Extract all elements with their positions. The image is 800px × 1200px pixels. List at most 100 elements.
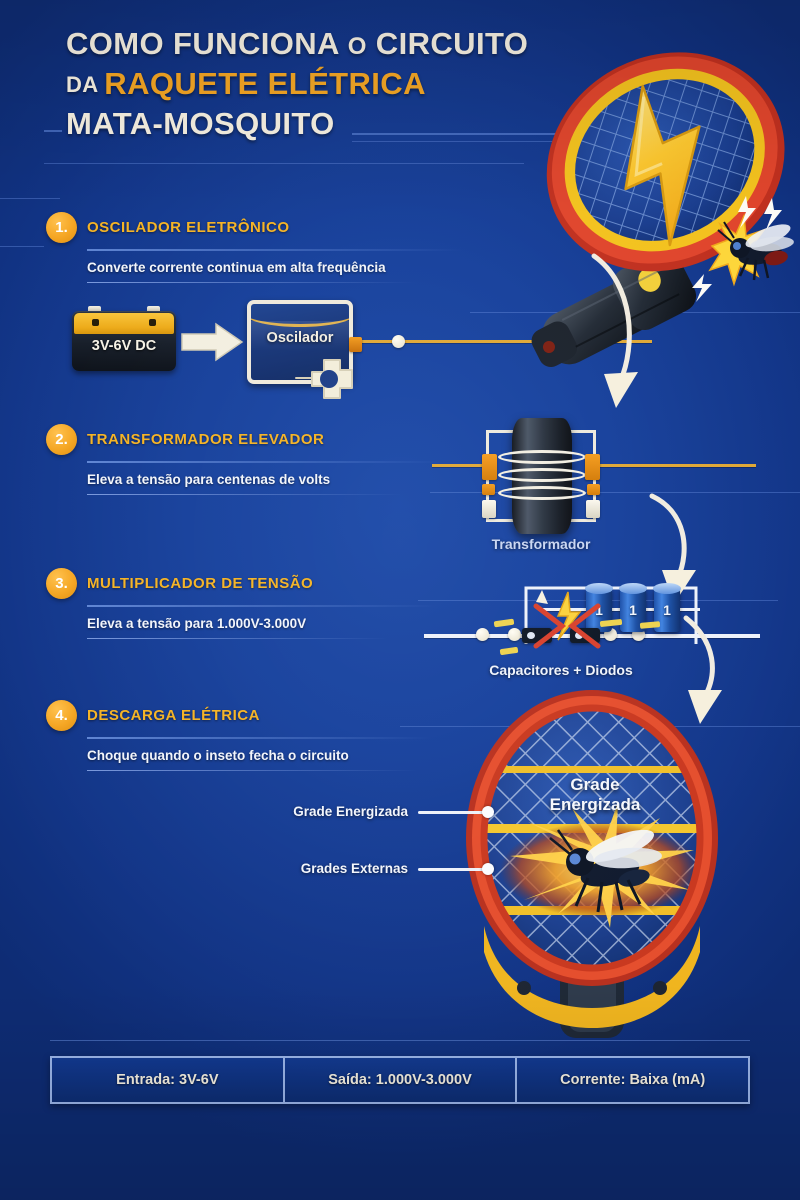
multiplier-node-2 [508, 628, 521, 641]
step-4-rule [87, 737, 432, 739]
transformer-icon [480, 418, 602, 534]
callout-energized-grid-label: Grade Energizada [293, 804, 408, 819]
step-3-badge: 3. [46, 568, 77, 599]
step-3-head: 3. MULTIPLICADOR DE TENSÃO [46, 568, 446, 599]
transformer-terminal-right-mid [587, 484, 600, 495]
capacitor-3-top [653, 583, 681, 594]
wire-node-1 [392, 335, 405, 348]
step-4: 4. DESCARGA ELÉTRICA Choque quando o ins… [46, 700, 446, 771]
step-2-title: TRANSFORMADOR ELEVADOR [87, 431, 325, 448]
step-3-rule2 [87, 638, 387, 639]
battery-terminal-left [88, 306, 101, 313]
callout-external-grids-line [418, 868, 490, 871]
oscillator-connector [349, 337, 362, 352]
callout-energized-grid-dot [482, 806, 494, 818]
decor-line-step2-right [430, 492, 800, 493]
callout-external-grids-dot [482, 863, 494, 875]
step-1-subtitle: Converte corrente continua em alta frequ… [87, 260, 386, 275]
spec-current: Corrente: Baixa (mA) [515, 1058, 748, 1102]
spec-output: Saída: 1.000V-3.000V [282, 1058, 516, 1102]
step-3-title: MULTIPLICADOR DE TENSÃO [87, 575, 314, 592]
flow-arrow-to-discharge [683, 615, 722, 724]
capacitor-1-value: 1 [595, 602, 603, 618]
racket-illustration-top [531, 52, 785, 368]
step-2-badge: 2. [46, 424, 77, 455]
wire-oscillator-out [352, 340, 652, 343]
step-1-rule [87, 249, 462, 251]
step-1-head: 1. OSCILADOR ELETRÔNICO [46, 212, 466, 243]
callout-energized-grid-line [418, 811, 490, 814]
battery-top [74, 313, 174, 334]
step-2: 2. TRANSFORMADOR ELEVADOR Eleva a tensão… [46, 424, 446, 495]
racket-illustration-bottom [466, 690, 718, 1038]
step-1: 1. OSCILADOR ELETRÔNICO Converte corrent… [46, 212, 466, 283]
mosquito-zap-icon [692, 196, 794, 302]
title-line-2: DA RAQUETE ELÉTRICA [66, 68, 586, 99]
step-2-head: 2. TRANSFORMADOR ELEVADOR [46, 424, 446, 455]
transformer-coil-1 [498, 450, 586, 464]
oscillator-waveform [251, 311, 349, 327]
decor-line-title-right-1 [352, 133, 752, 135]
transformer-coil-2 [498, 468, 586, 482]
flow-arrow-to-multiplier [649, 493, 696, 604]
tick-mark-1 [493, 618, 515, 628]
mosquito-body [717, 221, 794, 281]
step-2-subtitle: Eleva a tensão para centenas de volts [87, 472, 331, 487]
flow-arrow-battery-to-oscillator [181, 322, 244, 362]
transformer-terminal-right-top [585, 454, 600, 480]
grid-inline-label-line2: Energizada [549, 795, 641, 815]
step-4-head: 4. DESCARGA ELÉTRICA [46, 700, 446, 731]
title-line-1-o: O [347, 33, 367, 60]
decor-line-left-mid [0, 198, 60, 199]
oscillator-block: Oscilador [247, 300, 362, 384]
transformer-terminal-left-mid [482, 484, 495, 495]
step-4-subtitle: Choque quando o inseto fecha o circuito [87, 748, 349, 763]
wire-transformer-in [432, 464, 496, 467]
grid-inline-label-line1: Grade [570, 775, 620, 794]
title-line-3: MATA-MOSQUITO [66, 106, 335, 141]
specs-divider [50, 1040, 750, 1041]
capacitor-2-top [619, 583, 647, 594]
transformer-caption: Transformador [491, 536, 591, 552]
battery-terminal-right [147, 306, 160, 313]
title-line-2-da: DA [66, 72, 105, 97]
capacitor-1-top [585, 583, 613, 594]
capacitors-caption: Capacitores + Diodos [489, 662, 633, 678]
step-3-subtitle: Eleva a tensão para 1.000V-3.000V [87, 616, 307, 631]
transformer-terminal-left-bottom [482, 500, 496, 518]
step-4-title: DESCARGA ELÉTRICA [87, 707, 260, 724]
multiplier-node-1 [476, 628, 489, 641]
battery-icon: 3V-6V DC [72, 306, 176, 371]
transformer-coil-3 [498, 486, 586, 500]
step-1-badge: 1. [46, 212, 77, 243]
grid-inline-label: Grade Energizada [520, 775, 670, 815]
specs-bar: Entrada: 3V-6V Saída: 1.000V-3.000V Corr… [50, 1056, 750, 1104]
step-2-rule [87, 461, 442, 463]
step-1-title: OSCILADOR ELETRÔNICO [87, 219, 290, 236]
step-2-rule2 [87, 494, 402, 495]
title-line-1: COMO FUNCIONA O CIRCUITO [66, 28, 586, 59]
spec-input: Entrada: 3V-6V [116, 1072, 219, 1088]
title-line-2-highlight: RAQUETE ELÉTRICA [104, 66, 426, 101]
oscillator-label: Oscilador [266, 330, 334, 346]
callout-external-grids-label: Grades Externas [300, 861, 408, 876]
battery-post-left [92, 319, 99, 326]
battery-label: 3V-6V DC [91, 338, 157, 354]
battery-post-right [149, 319, 156, 326]
plug-icon [295, 359, 353, 399]
step-4-rule2 [87, 770, 417, 771]
step-1-rule2 [87, 282, 417, 283]
arc-spark-icon [533, 590, 601, 649]
step-3-rule [87, 605, 437, 607]
oscillator-shine [251, 320, 349, 352]
decor-line-title-left [44, 130, 62, 132]
capacitor-2-value: 1 [629, 602, 637, 618]
flow-arrow-to-transformer [591, 253, 638, 408]
poster-title: COMO FUNCIONA O CIRCUITO DA RAQUETE ELÉT… [66, 28, 586, 139]
step-3: 3. MULTIPLICADOR DE TENSÃO Eleva a tensã… [46, 568, 446, 639]
transformer-terminal-right-bottom [586, 500, 600, 518]
title-line-1-b: CIRCUITO [366, 26, 529, 61]
decor-line-title-right-2 [352, 141, 672, 142]
decor-line-title-under [44, 163, 524, 164]
